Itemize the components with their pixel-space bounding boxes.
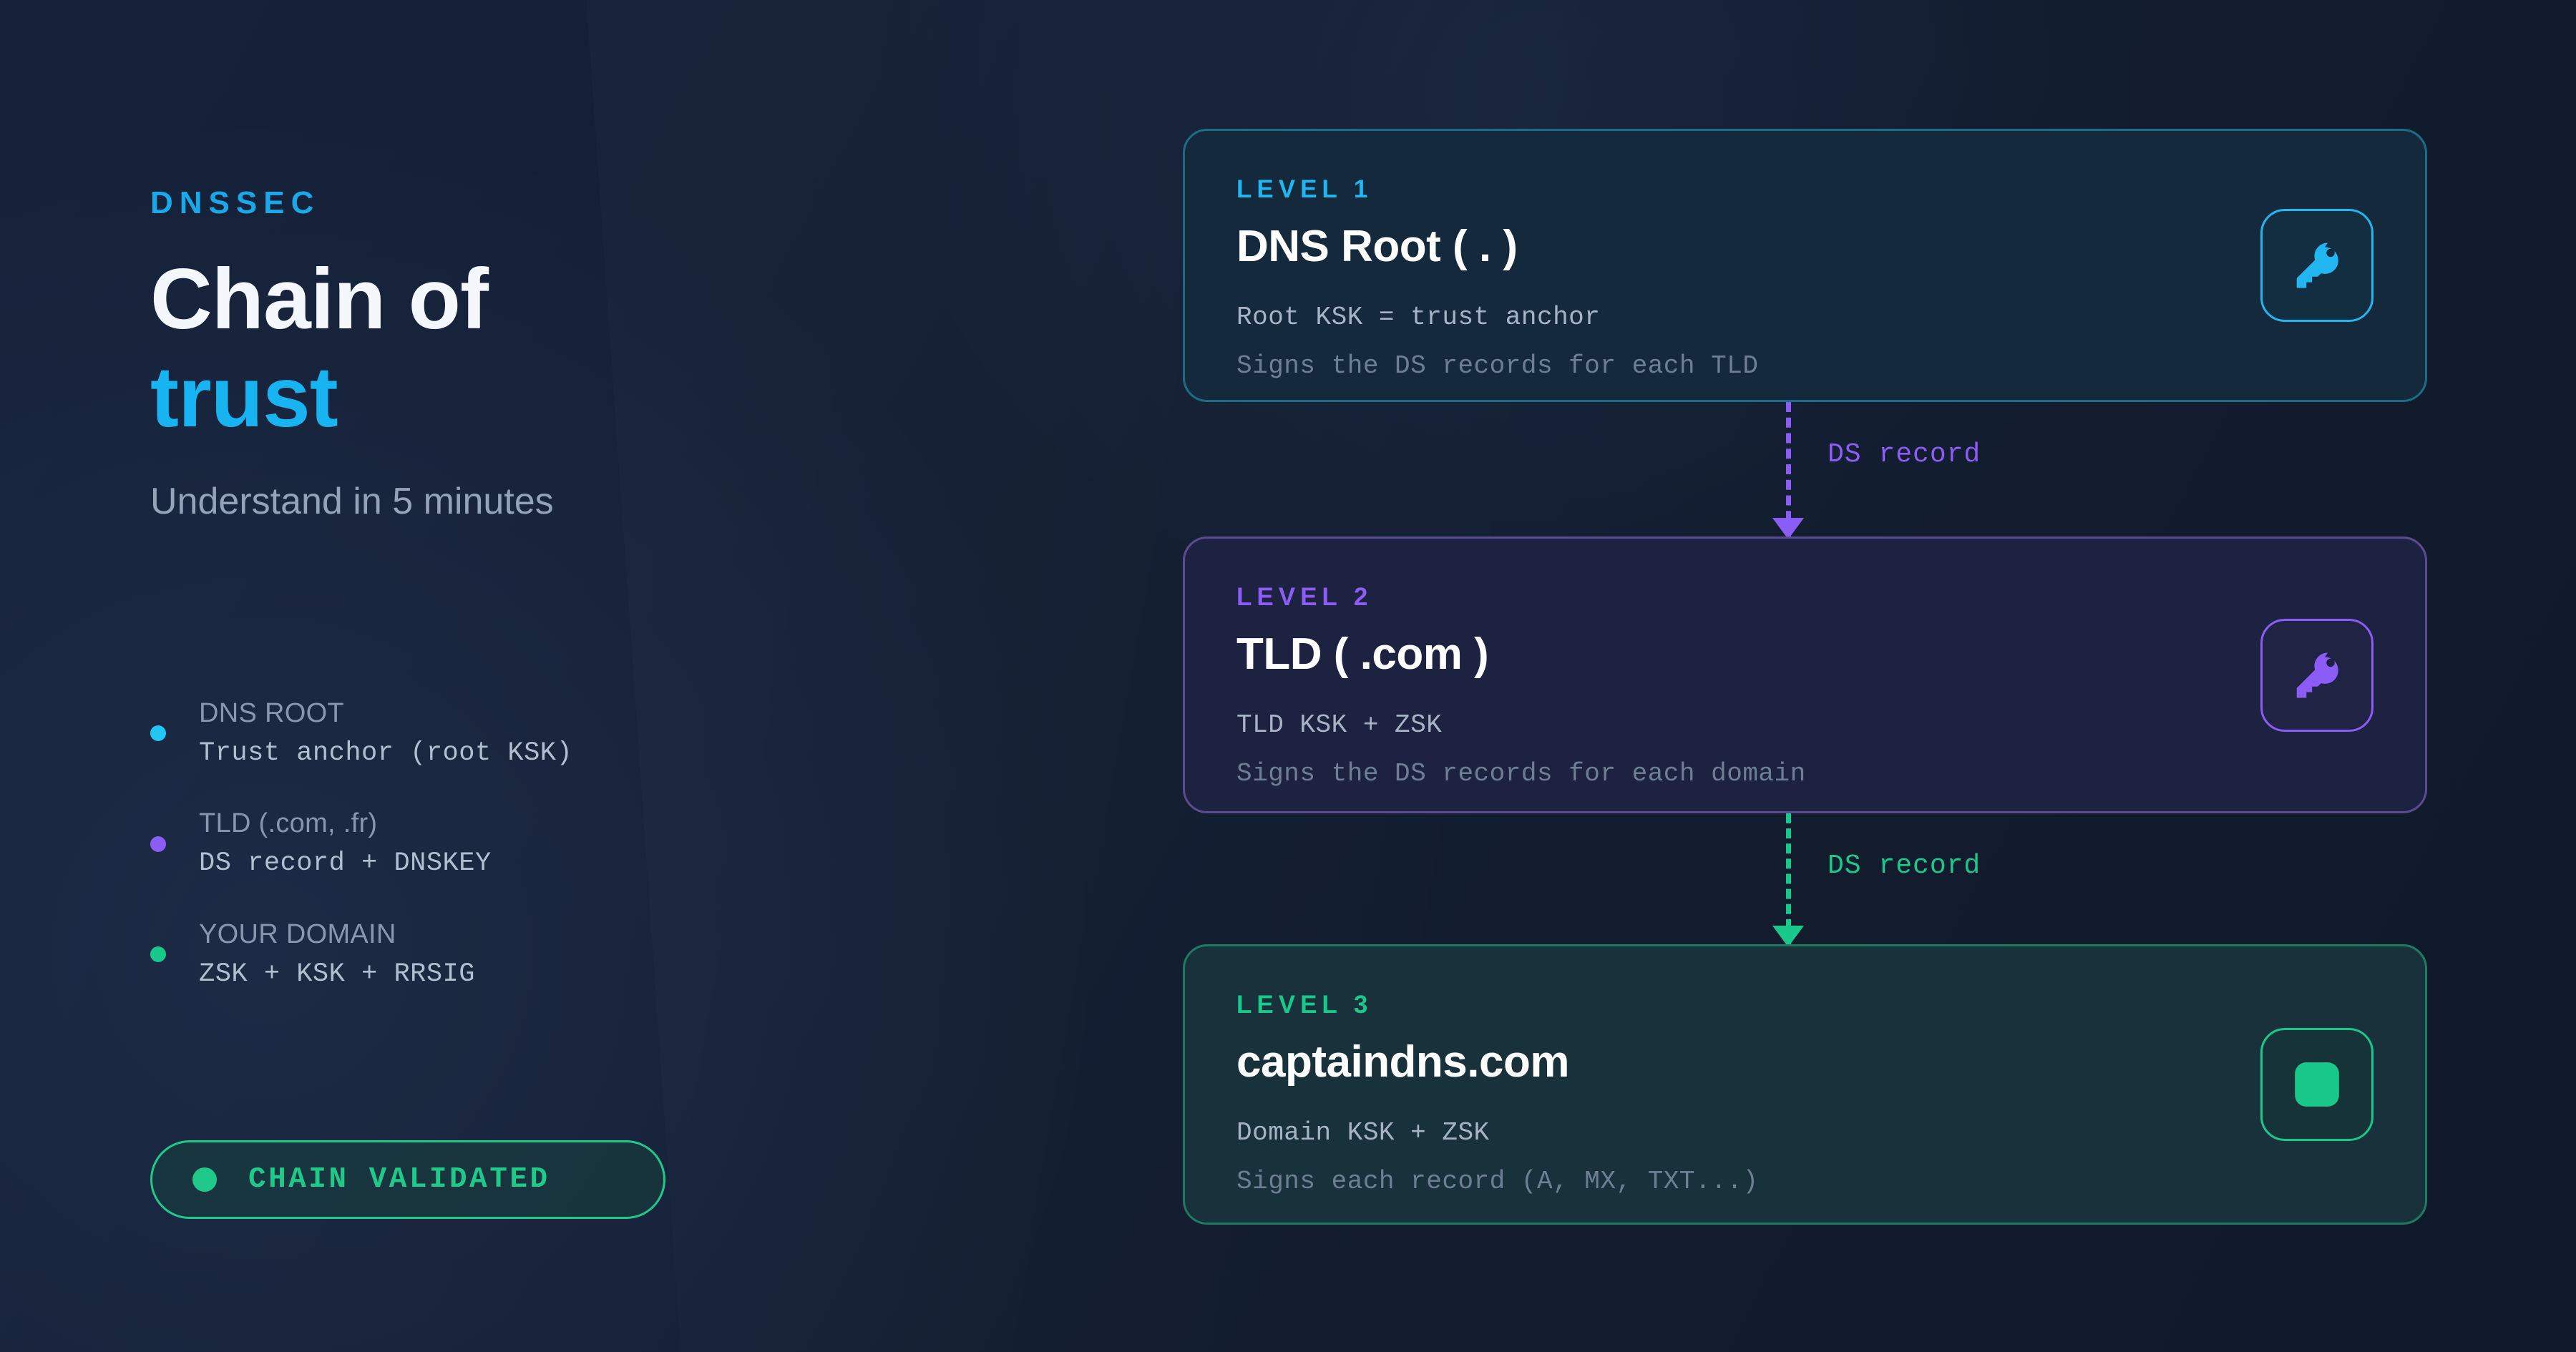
chain-card-title: captaindns.com — [1236, 1037, 1570, 1087]
list-item: TLD (.com, .fr) DS record + DNSKEY — [150, 805, 1009, 881]
chain-card-level-3[interactable]: LEVEL 3 captaindns.com Domain KSK + ZSK … — [1183, 944, 2427, 1225]
page-title: Chain of trust — [150, 250, 1080, 446]
chain-card-meta-secondary: Signs each record (A, MX, TXT...) — [1236, 1166, 1759, 1196]
legend-item-title: TLD (.com, .fr) — [199, 808, 378, 839]
chain-card-level-label: LEVEL 3 — [1236, 991, 1373, 1019]
connector-level-2-to-3: DS record — [1772, 813, 2072, 947]
hero-eyebrow: DNSSEC — [150, 185, 321, 220]
key-icon-badge — [2260, 618, 2373, 732]
legend-item-detail: ZSK + KSK + RRSIG — [199, 959, 475, 989]
bullet-dot-icon — [150, 836, 166, 852]
chain-card-meta-secondary: Signs the DS records for each TLD — [1236, 351, 1759, 381]
chain-card-meta-secondary: Signs the DS records for each domain — [1236, 758, 1806, 788]
connector-label: DS record — [1828, 851, 1981, 881]
chain-card-meta: Root KSK = trust anchor — [1236, 302, 1601, 332]
list-item: YOUR DOMAIN ZSK + KSK + RRSIG — [150, 916, 1009, 992]
status-dot-icon — [192, 1167, 217, 1192]
chain-card-level-1[interactable]: LEVEL 1 DNS Root ( . ) Root KSK = trust … — [1183, 129, 2427, 402]
connector-level-1-to-2: DS record — [1772, 402, 2072, 539]
chain-card-title: DNS Root ( . ) — [1236, 222, 1518, 271]
chain-card-meta: Domain KSK + ZSK — [1236, 1117, 1490, 1147]
status-badge-label: CHAIN VALIDATED — [248, 1163, 550, 1196]
connector-dashed-line — [1786, 813, 1791, 944]
headline-line-1: Chain of — [150, 251, 489, 347]
hero-section: DNSSEC Chain of trust Understand in 5 mi… — [150, 187, 1080, 524]
chain-card-level-label: LEVEL 2 — [1236, 583, 1373, 611]
key-icon — [2296, 652, 2338, 698]
legend-item-title: DNS ROOT — [199, 698, 344, 728]
bullet-dot-icon — [150, 725, 166, 742]
status-badge[interactable]: CHAIN VALIDATED — [150, 1140, 665, 1219]
key-icon — [2296, 243, 2338, 288]
legend-item-detail: Trust anchor (root KSK) — [199, 738, 573, 768]
key-icon-badge — [2260, 209, 2373, 322]
connector-arrowhead-icon — [1772, 926, 1804, 947]
chain-card-title: TLD ( .com ) — [1236, 630, 1489, 679]
legend-item-detail: DS record + DNSKEY — [199, 848, 492, 879]
shield-block-icon-badge — [2260, 1028, 2373, 1141]
list-item: DNS ROOT Trust anchor (root KSK) — [150, 695, 1009, 771]
legend-item-title: YOUR DOMAIN — [199, 919, 396, 949]
connector-label: DS record — [1828, 439, 1981, 470]
bullet-dot-icon — [150, 946, 166, 963]
shield-block-icon — [2295, 1062, 2339, 1107]
hero-subhead: Understand in 5 minutes — [150, 480, 554, 522]
chain-card-level-label: LEVEL 1 — [1236, 175, 1373, 203]
connector-arrowhead-icon — [1772, 518, 1804, 539]
legend-list: DNS ROOT Trust anchor (root KSK) TLD (.c… — [150, 695, 1009, 992]
chain-card-level-2[interactable]: LEVEL 2 TLD ( .com ) TLD KSK + ZSK Signs… — [1183, 537, 2427, 813]
connector-dashed-line — [1786, 402, 1791, 537]
headline-line-2: trust — [150, 348, 338, 445]
chain-card-meta: TLD KSK + ZSK — [1236, 710, 1443, 740]
